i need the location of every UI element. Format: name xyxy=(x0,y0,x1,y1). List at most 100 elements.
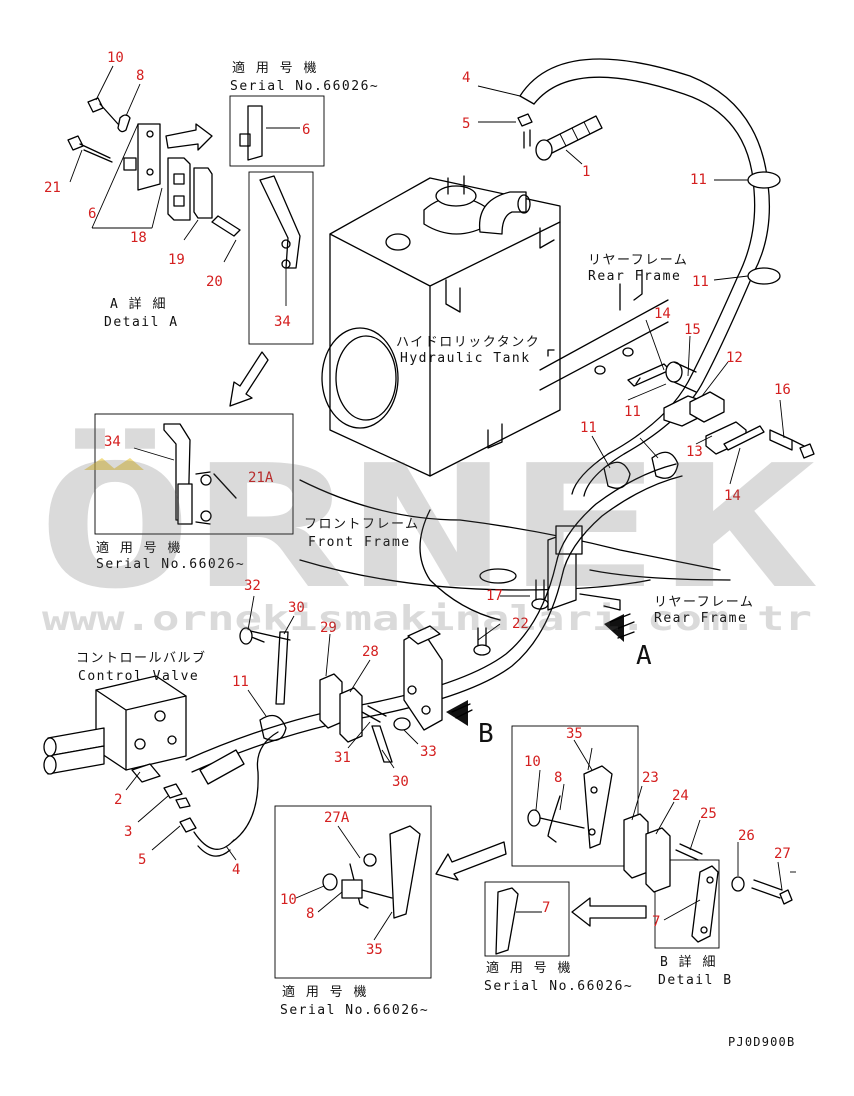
tube-main xyxy=(185,463,683,773)
inset-serial-27a xyxy=(274,805,432,979)
callout-17: 17 xyxy=(486,588,503,604)
callout-12: 12 xyxy=(726,350,743,366)
drawing-code: PJ0D900B xyxy=(728,1035,795,1049)
inset-b-bracket xyxy=(527,765,613,849)
callout-13: 13 xyxy=(686,444,703,460)
inset-left-bracket xyxy=(133,423,237,525)
rear-frame-mid-jp: リヤーフレーム xyxy=(654,595,754,610)
hose-4-upper xyxy=(519,58,771,497)
callout-30-top: 30 xyxy=(288,600,305,616)
detail-b-en: Detail B xyxy=(658,973,733,988)
callout-35-top: 35 xyxy=(566,726,583,742)
callout-33: 33 xyxy=(420,744,437,760)
callout-34-left: 34 xyxy=(104,434,121,450)
clamp-assembly-mid xyxy=(239,625,443,763)
watermark: ÖRNEK www.ornekismakinalari.com.tr xyxy=(37,428,817,639)
watermark-url: www.ornekismakinalari.com.tr xyxy=(42,599,812,639)
callout-11-b: 11 xyxy=(692,274,709,290)
callout-7-a: 7 xyxy=(542,900,550,916)
view-arrow-b xyxy=(446,700,473,726)
watermark-accent xyxy=(84,458,144,470)
control-valve xyxy=(43,675,279,857)
callout-28: 28 xyxy=(362,644,379,660)
callout-7-b: 7 xyxy=(652,914,660,930)
callout-9: 10 xyxy=(107,50,124,66)
callout-23: 23 xyxy=(642,770,659,786)
detail-a-jp: A 詳 細 xyxy=(110,296,167,312)
rear-frame-top-jp: リヤーフレーム xyxy=(588,253,688,268)
callout-5-bot: 5 xyxy=(138,852,146,868)
bracket-34 xyxy=(259,175,301,306)
inset-serial-left xyxy=(94,413,294,535)
callout-8-top: 8 xyxy=(136,68,144,84)
watermark-brand: ÖRNEK xyxy=(37,428,817,627)
detail-a-assembly xyxy=(67,97,241,237)
callout-6-b: 6 xyxy=(302,122,310,138)
callout-5-top: 5 xyxy=(462,116,470,132)
front-frame-en: Front Frame xyxy=(308,535,411,550)
clamps-11 xyxy=(259,171,781,742)
serial-27a-en: Serial No.66026~ xyxy=(280,1003,429,1018)
callout-16: 16 xyxy=(774,382,791,398)
callout-4-bot: 4 xyxy=(232,862,240,878)
leader-lines xyxy=(69,65,785,941)
inset-7-bracket xyxy=(495,887,542,955)
serial-a-jp: 適 用 号 機 xyxy=(232,60,318,76)
callout-6-a: 6 xyxy=(88,206,96,222)
hydraulic-tank xyxy=(321,175,561,477)
callout-30-bot: 30 xyxy=(392,774,409,790)
callout-25: 25 xyxy=(700,806,717,822)
arrow-to-27a xyxy=(435,841,507,881)
callout-15: 15 xyxy=(684,322,701,338)
callout-27a: 27A xyxy=(324,810,350,826)
control-valve-en: Control Valve xyxy=(78,669,199,684)
serial-7-en: Serial No.66026~ xyxy=(484,979,633,994)
clamp-assembly-right xyxy=(627,361,815,459)
arrow-to-serial-7 xyxy=(571,897,647,927)
callout-27: 26 xyxy=(738,828,755,844)
view-b-letter: B xyxy=(478,719,494,749)
callout-24: 24 xyxy=(672,788,689,804)
front-frame-jp: フロントフレーム xyxy=(304,517,420,532)
callout-18: 18 xyxy=(130,230,147,246)
rear-frame-top-en: Rear Frame xyxy=(588,269,681,284)
inset-serial-b xyxy=(511,725,639,867)
inset-detail-b xyxy=(654,859,720,949)
callout-20: 20 xyxy=(206,274,223,290)
callout-34-top: 34 xyxy=(274,314,291,330)
callout-31: 31 xyxy=(334,750,351,766)
callout-1: 1 xyxy=(582,164,590,180)
rear-frame-upper xyxy=(539,269,669,391)
serial-left-jp: 適 用 号 機 xyxy=(96,540,182,556)
callout-numbers: 10 8 21 6 6 18 19 20 34 34 21A 4 5 1 11 … xyxy=(44,50,791,958)
callout-3: 3 xyxy=(124,824,132,840)
detail-b-jp: B 詳 細 xyxy=(660,954,717,970)
callout-21a: 21A xyxy=(248,470,274,486)
inset-a-bracket xyxy=(239,105,300,161)
callout-32: 32 xyxy=(244,578,261,594)
callout-22: 22 xyxy=(512,616,529,632)
serial-a-en: Serial No.66026~ xyxy=(230,79,379,94)
callout-4-top: 4 xyxy=(462,70,470,86)
hyd-tank-jp: ハイドロリックタンク xyxy=(396,335,540,350)
hyd-tank-en: Hydraulic Tank xyxy=(400,351,531,366)
callout-8-c: 8 xyxy=(306,906,314,922)
serial-7-jp: 適 用 号 機 xyxy=(486,960,572,976)
callout-21: 21 xyxy=(44,180,61,196)
inset-serial-a xyxy=(229,95,325,167)
detail-b-assembly xyxy=(623,813,796,943)
callout-14-b: 14 xyxy=(724,488,741,504)
callout-8-b: 8 xyxy=(554,770,562,786)
callout-26: 27 xyxy=(774,846,791,862)
serial-left-en: Serial No.66026~ xyxy=(96,557,245,572)
callout-10-c: 10 xyxy=(280,892,297,908)
text-labels: 適 用 号 機 Serial No.66026~ A 詳 細 Detail A … xyxy=(76,60,795,1049)
view-a-letter: A xyxy=(636,641,652,671)
detail-a-en: Detail A xyxy=(104,315,179,330)
callout-35-bot: 35 xyxy=(366,942,383,958)
control-valve-jp: コントロールバルブ xyxy=(76,650,207,666)
callout-10-b: 10 xyxy=(524,754,541,770)
view-arrow-a xyxy=(604,613,635,642)
frames-mid xyxy=(299,479,731,656)
